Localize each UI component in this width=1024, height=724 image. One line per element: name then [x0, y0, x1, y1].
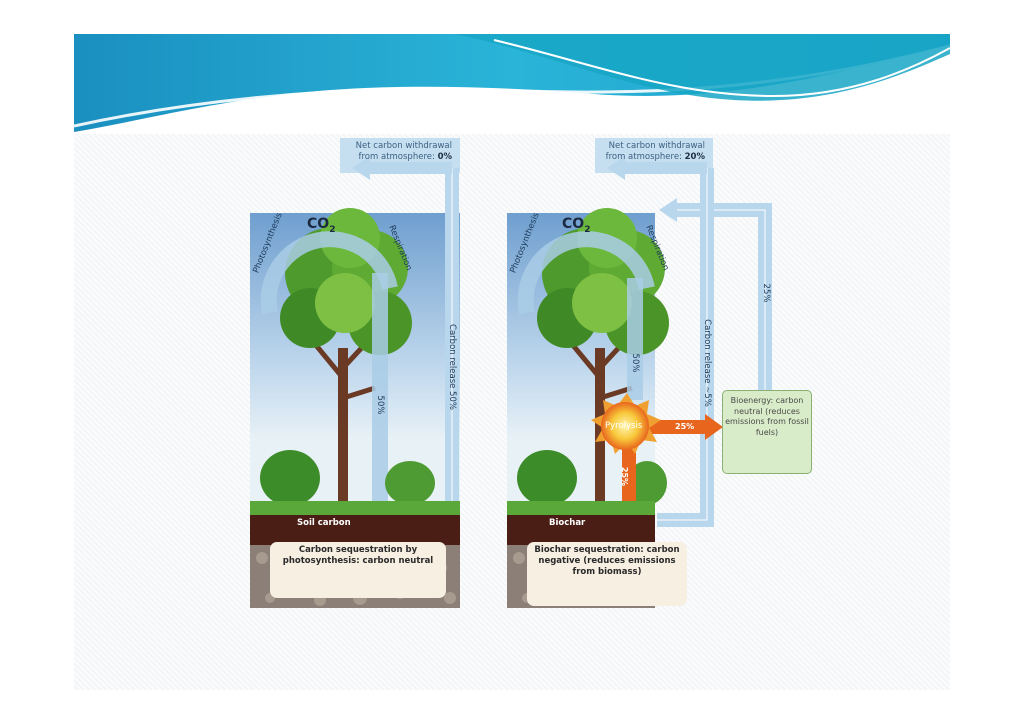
carbon-sequestration-caption: Carbon sequestration by photosynthesis: … [270, 542, 446, 598]
biochar-illustration [507, 138, 772, 608]
biochar-sequestration-caption: Biochar sequestration: carbon negative (… [527, 542, 687, 606]
to-bioenergy-percent: 25% [675, 422, 695, 431]
soil-carbon-label: Soil carbon [297, 518, 351, 528]
carbon-release-label: Carbon release ~5% [702, 319, 712, 407]
carbon-release-label: Carbon release 50% [447, 324, 457, 410]
co2-label: CO2 [307, 216, 336, 235]
soil-carbon-panel: Net carbon withdrawal from atmosphere: 0… [250, 138, 460, 608]
co2-label: CO2 [562, 216, 591, 235]
biochar-label: Biochar [549, 518, 586, 528]
bioenergy-box: Bioenergy: carbon neutral (reduces emiss… [722, 390, 812, 474]
soil-carbon-illustration [250, 138, 460, 608]
down-percent-label: 50% [375, 395, 385, 415]
biochar-panel: Net carbon withdrawal from atmosphere: 2… [507, 138, 817, 608]
to-biochar-percent: 25% [620, 466, 630, 487]
pyrolysis-label: Pyrolysis [605, 421, 643, 431]
net-withdrawal-header: Net carbon withdrawal from atmosphere: 0… [355, 141, 452, 162]
header-banner [74, 34, 950, 134]
bioenergy-return-percent: 25% [761, 283, 771, 303]
net-withdrawal-header: Net carbon withdrawal from atmosphere: 2… [605, 141, 705, 162]
down-percent-label: 50% [630, 353, 640, 373]
